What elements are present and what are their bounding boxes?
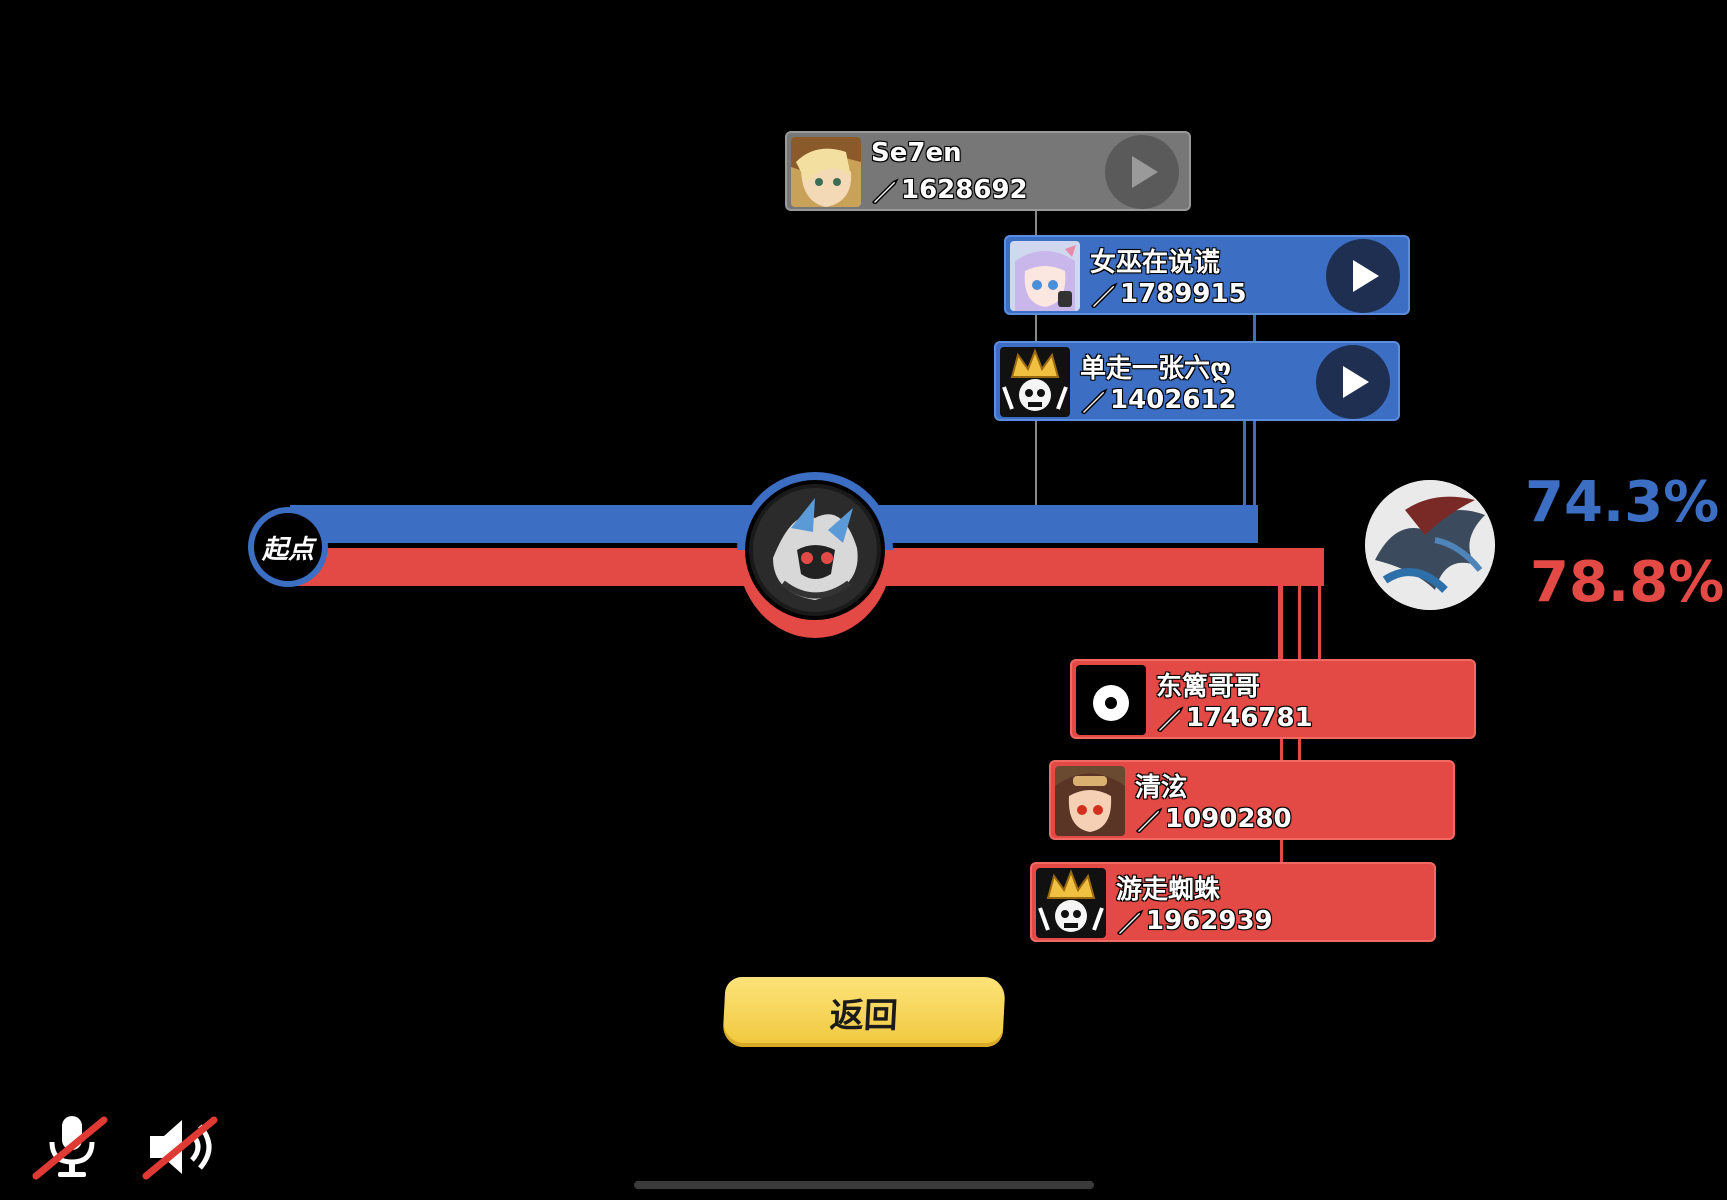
back-button[interactable]: 返回 bbox=[722, 977, 1006, 1047]
avatar bbox=[1076, 665, 1146, 735]
start-marker: 起点 bbox=[248, 507, 328, 587]
boss-avatar bbox=[1365, 480, 1495, 610]
play-replay-button[interactable] bbox=[1105, 135, 1179, 209]
player-score: 1402612 bbox=[1080, 385, 1237, 415]
connector-line bbox=[1278, 585, 1281, 660]
play-icon bbox=[1343, 366, 1369, 398]
blue-percentage: 74.3% bbox=[1525, 470, 1720, 535]
mic-toggle-button[interactable] bbox=[32, 1112, 112, 1182]
avatar bbox=[753, 488, 877, 612]
player-name: 东篱哥哥 bbox=[1156, 672, 1261, 702]
avatar bbox=[1010, 241, 1080, 311]
home-indicator[interactable] bbox=[634, 1181, 1094, 1189]
speaker-muted-icon bbox=[142, 1116, 218, 1180]
back-button-label: 返回 bbox=[828, 995, 899, 1036]
play-replay-button[interactable] bbox=[1326, 239, 1400, 313]
avatar bbox=[1036, 868, 1106, 938]
connector-line bbox=[1243, 420, 1246, 508]
sword-icon bbox=[1090, 281, 1118, 308]
center-avatar-ring bbox=[733, 452, 897, 640]
player-name: 女巫在说谎 bbox=[1090, 248, 1221, 278]
player-score: 1090280 bbox=[1135, 804, 1292, 834]
player-card-se7en[interactable]: Se7en 1628692 bbox=[785, 131, 1191, 211]
connector-line bbox=[1318, 585, 1321, 660]
player-score: 1962939 bbox=[1116, 906, 1273, 936]
player-card-6[interactable]: 游走蜘蛛 1962939 bbox=[1030, 862, 1436, 942]
speaker-toggle-button[interactable] bbox=[142, 1112, 222, 1182]
mic-muted-icon bbox=[32, 1116, 108, 1180]
player-name: 游走蜘蛛 bbox=[1116, 875, 1221, 905]
player-score: 1746781 bbox=[1156, 703, 1313, 733]
play-icon bbox=[1132, 156, 1158, 188]
start-label: 起点 bbox=[261, 534, 314, 565]
player-card-5[interactable]: 清泫 1090280 bbox=[1049, 760, 1455, 840]
sword-icon bbox=[1080, 387, 1108, 414]
play-icon bbox=[1353, 260, 1379, 292]
avatar bbox=[1055, 766, 1125, 836]
player-card-4[interactable]: 东篱哥哥 1746781 bbox=[1070, 659, 1476, 739]
player-score: 1789915 bbox=[1090, 279, 1247, 309]
sword-icon bbox=[1156, 705, 1184, 732]
player-card-3[interactable]: 单走一张六ღ 1402612 bbox=[994, 341, 1400, 421]
sword-icon bbox=[1135, 806, 1163, 833]
sword-icon bbox=[871, 177, 899, 204]
red-percentage: 78.8% bbox=[1530, 550, 1725, 615]
avatar bbox=[1000, 347, 1070, 417]
avatar bbox=[791, 137, 861, 207]
sword-icon bbox=[1116, 908, 1144, 935]
player-name: Se7en bbox=[871, 138, 962, 168]
player-score: 1628692 bbox=[871, 175, 1028, 205]
player-card-2[interactable]: 女巫在说谎 1789915 bbox=[1004, 235, 1410, 315]
play-replay-button[interactable] bbox=[1316, 345, 1390, 419]
player-name: 单走一张六ღ bbox=[1080, 354, 1232, 384]
player-name: 清泫 bbox=[1135, 773, 1188, 803]
